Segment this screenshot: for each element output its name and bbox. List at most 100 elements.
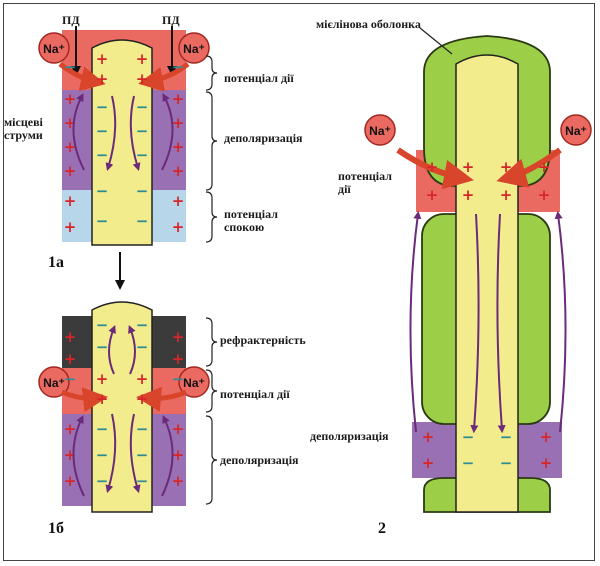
membrane-charge-1b-outer-8: − [172,370,185,388]
local-current-2-inner-left [470,213,480,434]
membrane-charge-1a-inner-9: − [136,98,149,116]
local-current-1b-up-right [128,325,136,375]
membrane-charge-1a-outer-8: + [172,90,185,108]
membrane-charge-2-7: + [500,186,513,204]
membrane-charge-1b-outer-7: + [172,350,185,368]
membrane-charge-2-0: + [426,158,439,176]
local-current-2-outer-left [409,210,422,433]
na-influx-arrow-2-right [496,147,562,188]
brace-depol-1a [205,91,218,191]
membrane-charge-2-12: − [462,428,475,446]
membrane-charge-1b-inner-1: − [96,338,109,356]
membrane-charge-1a-inner-7: + [136,50,149,68]
local-currents-label: місцеві струми [4,115,43,142]
axon-1b [91,301,153,513]
membrane-charge-1b-inner-8: − [136,338,149,356]
membrane-charge-1a-outer-10: + [172,138,185,156]
na-influx-arrow-1a-right [138,62,190,92]
pd-label-right: ПД [162,13,180,27]
membrane-charge-2-6: + [500,158,513,176]
refractory-label: рефрактерність [220,333,306,347]
action-potential-label-1b: потенціал дії [220,387,290,401]
na-ion-1a-left-text: Na⁺ [43,42,65,56]
resting-potential-label: потенціал спокою [224,207,278,234]
na-ion-1b-left [38,366,70,398]
membrane-charge-1a-outer-1: + [64,90,77,108]
membrane-charge-1b-outer-0: + [64,328,77,346]
membrane-charge-2-1: + [426,186,439,204]
membrane-charge-2-2: + [538,158,551,176]
membrane-charge-2-3: + [538,186,551,204]
figure-1b-label: 1б [48,520,64,537]
membrane-charge-1b-inner-9: + [136,370,149,388]
membrane-charge-1a-inner-11: − [136,146,149,164]
membrane-charge-1b-inner-0: − [96,316,109,334]
action-potential-label-1a: потенціал дії [224,71,294,85]
membrane-charge-1b-outer-5: + [64,472,77,490]
membrane-charge-1b-inner-5: − [96,446,109,464]
membrane-charge-1b-outer-9: + [172,420,185,438]
axon-1a [91,39,153,246]
membrane-charge-2-14: − [500,428,513,446]
diagram-2: Na⁺Na⁺++++++++++++−−−− [364,27,592,513]
na-ion-2-right-text: Na⁺ [565,124,587,138]
brace-action-1a [205,55,218,91]
membrane-charge-2-9: + [422,454,435,472]
diagram-1a: Na⁺Na⁺−++++++−++++++++−−−−−++−−−−− [38,26,218,290]
membrane-charge-2-15: − [500,454,513,472]
membrane-charge-1a-outer-5: + [64,192,77,210]
membrane-charge-1a-inner-10: − [136,122,149,140]
membrane-charge-1a-outer-12: + [172,192,185,210]
local-current-1b-up-left [108,325,116,375]
na-ion-1a-right [178,32,210,64]
depolarization-label-1a: деполяризація [224,131,303,145]
local-current-1b-outer-right [161,415,174,497]
na-ion-1b-right [178,366,210,398]
membrane-charge-1b-outer-6: + [172,328,185,346]
local-current-1a-outer-left [72,93,85,171]
membrane-charge-1b-inner-4: − [96,420,109,438]
figure-1a-label: 1а [48,254,64,271]
brace-rest-1a [205,191,218,243]
membrane-charge-2-11: + [540,454,553,472]
na-ion-1b-left-text: Na⁺ [43,376,65,390]
membrane-charge-1a-inner-4: − [96,146,109,164]
membrane-charge-1a-outer-13: + [172,218,185,236]
pd-label-left: ПД [62,13,80,27]
membrane-charge-1a-inner-12: − [136,182,149,200]
membrane-charge-1b-inner-3: + [96,390,109,408]
na-influx-arrow-2-left [396,147,474,190]
membrane-charge-2-5: + [462,186,475,204]
membrane-charge-1b-inner-2: + [96,370,109,388]
figure-2-label: 2 [378,520,386,537]
membrane-charge-1a-outer-9: + [172,114,185,132]
membrane-charge-1a-outer-11: + [172,162,185,180]
membrane-charge-2-13: − [462,454,475,472]
local-current-2-outer-right [554,210,567,433]
membrane-charge-1b-outer-2: − [64,370,77,388]
local-current-1b-outer-left [72,415,85,497]
brace-refractory-1b [205,317,218,367]
action-potential-label-2: потенціал дії [338,169,392,196]
membrane-charge-1a-inner-6: − [96,212,109,230]
na-ion-2-left-text: Na⁺ [369,124,391,138]
membrane-charge-2-8: + [422,428,435,446]
membrane-charge-1b-inner-7: − [136,316,149,334]
na-ion-1b-right-text: Na⁺ [183,376,205,390]
membrane-charge-1a-inner-3: − [96,122,109,140]
membrane-charge-1b-inner-12: − [136,446,149,464]
local-current-1b-down-left [105,413,117,494]
local-current-1b-down-right [129,413,141,494]
na-influx-arrow-1b-left [60,387,108,413]
na-influx-arrow-1b-right [136,386,188,412]
membrane-charge-1a-inner-5: − [96,182,109,200]
local-current-1a-inner-right [129,95,141,172]
membrane-charge-1a-outer-0: − [64,58,77,76]
membrane-charge-1a-outer-3: + [64,138,77,156]
membrane-charge-1b-inner-10: + [136,390,149,408]
membrane-charge-1a-outer-6: + [64,218,77,236]
diagram-1b: Na⁺Na⁺++−+++++−+++−−++−−−−−++−−− [38,301,218,513]
local-current-1a-outer-right [161,93,174,171]
membrane-charge-2-10: + [540,428,553,446]
